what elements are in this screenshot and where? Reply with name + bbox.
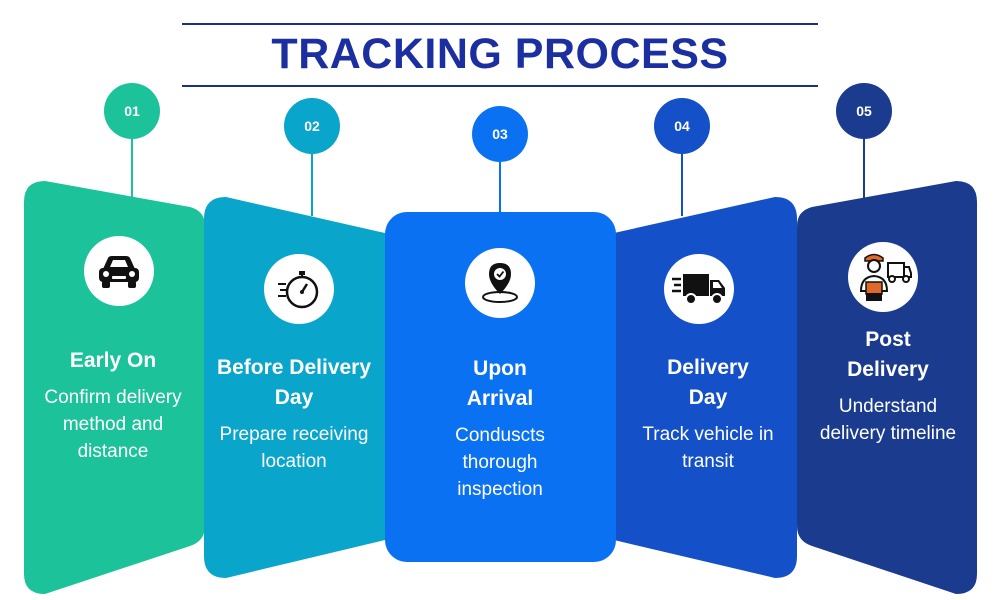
stage-1-title: Early On (69, 349, 157, 372)
stage-2-description: Prepare receiving location (219, 424, 369, 472)
stage-3-description: Conduscts thorough inspection (455, 425, 545, 500)
stage-1-description: Confirm delivery method and distance (44, 387, 182, 462)
stage-2-number: 02 (284, 98, 340, 154)
stage-5-number: 05 (836, 83, 892, 139)
stage-1-number: 01 (104, 83, 160, 139)
stage-5-description: Understand delivery timeline (819, 396, 957, 444)
stage-4-title: Delivery Day (667, 356, 749, 409)
stage-5-title: Post Delivery (847, 328, 929, 381)
stage-1-text: Early On Confirm delivery method and dis… (38, 346, 188, 465)
location-pin-check-icon (465, 248, 535, 318)
stage-5-text: Post Delivery Understand delivery timeli… (818, 325, 958, 447)
car-icon (84, 236, 154, 306)
stage-4-number: 04 (654, 98, 710, 154)
page-title: TRACKING PROCESS (271, 30, 729, 78)
stage-4-description: Track vehicle in transit (642, 424, 774, 472)
stage-3-title: Upon Arrival (466, 357, 534, 410)
title-banner: TRACKING PROCESS (0, 0, 1000, 100)
stage-3-number: 03 (472, 106, 528, 162)
stage-2-panel (204, 197, 385, 578)
stage-3-panel (385, 212, 616, 562)
stage-3-text: Upon Arrival Conduscts thorough inspecti… (430, 354, 570, 503)
stage-4-panel (614, 197, 797, 578)
stage-1-panel (24, 181, 205, 594)
fast-delivery-truck-icon (664, 254, 734, 324)
title-rule-bottom (182, 85, 818, 87)
stage-5-panel (797, 181, 977, 594)
stopwatch-icon (264, 254, 334, 324)
stage-2-text: Before Delivery Day Prepare receiving lo… (214, 353, 374, 475)
title-rule-top (182, 23, 818, 25)
delivery-person-truck-icon (848, 242, 918, 312)
stage-4-text: Delivery Day Track vehicle in transit (636, 353, 780, 475)
stage-2-title: Before Delivery Day (216, 356, 372, 409)
